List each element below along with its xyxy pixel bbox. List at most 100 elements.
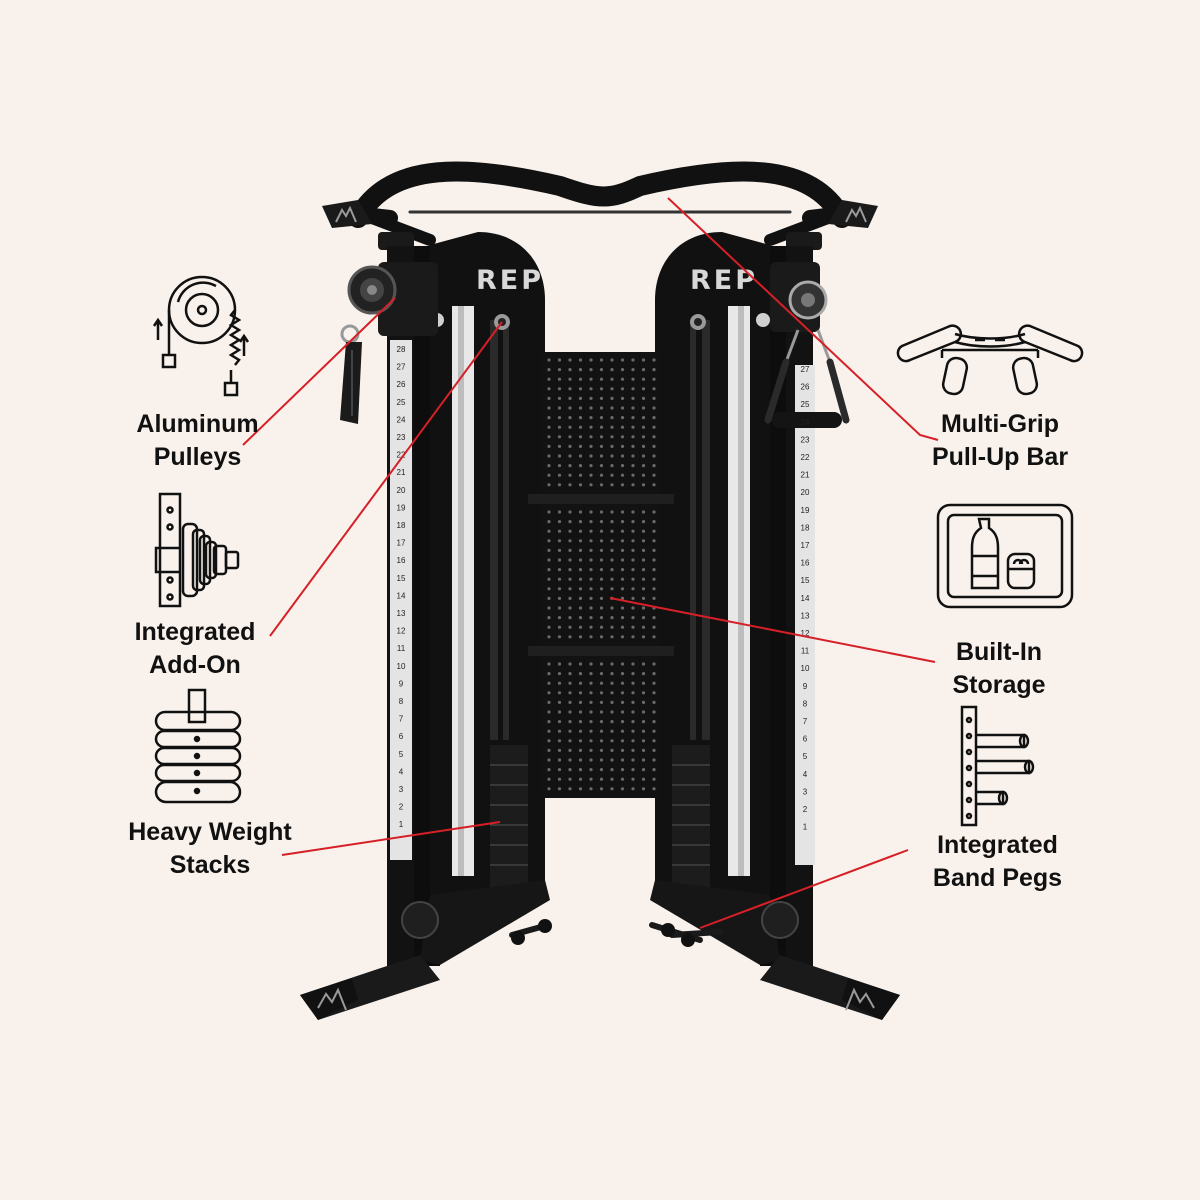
pegboard-hole: [610, 700, 614, 705]
pegboard-hole: [589, 587, 593, 591]
scale-number: 4: [399, 767, 404, 776]
scale-number: 10: [397, 662, 406, 671]
pegboard-hole: [557, 616, 562, 620]
pegboard-hole: [652, 396, 656, 400]
pegboard-hole: [610, 710, 614, 714]
pegboard-hole: [620, 416, 625, 420]
pegboard-hole: [631, 539, 635, 543]
pegboard-hole: [620, 672, 625, 676]
pegboard-hole: [568, 596, 572, 601]
pegboard-hole: [641, 425, 646, 429]
pegboard-hole: [589, 739, 593, 743]
scale-number: 12: [397, 627, 406, 636]
pegboard-hole: [557, 596, 562, 601]
pegboard-hole: [631, 787, 635, 791]
pegboard-hole: [557, 396, 562, 400]
pegboard-hole: [631, 520, 635, 524]
scale-number: 6: [803, 735, 808, 744]
pegboard-hole: [610, 464, 614, 468]
pegboard-hole: [568, 691, 572, 695]
pegboard-hole: [610, 662, 614, 666]
pegboard-hole: [557, 672, 562, 676]
pegboard-hole: [620, 681, 625, 685]
pegboard-hole: [652, 758, 656, 762]
pegboard-hole: [652, 510, 656, 514]
pegboard-hole: [599, 529, 604, 533]
pegboard-hole: [599, 672, 604, 676]
pegboard-hole: [557, 587, 562, 591]
storage-tray-icon: [936, 503, 1074, 609]
pegboard-hole: [610, 577, 614, 581]
pegboard-hole: [652, 548, 656, 553]
pegboard-hole: [641, 464, 646, 468]
pegboard-hole: [631, 691, 635, 695]
pegboard-hole: [568, 787, 572, 791]
pegboard-hole: [652, 787, 656, 791]
pegboard-hole: [589, 444, 593, 448]
pegboard-hole: [652, 358, 656, 362]
pegboard-hole: [557, 406, 562, 410]
pegboard-hole: [631, 435, 635, 439]
pegboard-hole: [599, 377, 604, 381]
pegboard-hole: [568, 768, 572, 772]
pegboard-hole: [578, 625, 583, 629]
scale-number: 2: [399, 803, 404, 812]
scale-number: 24: [397, 415, 406, 424]
left-tower: [378, 232, 545, 966]
pegboard-hole: [599, 625, 604, 629]
pegboard-hole: [568, 758, 572, 762]
pegboard-hole: [620, 720, 625, 724]
pegboard-hole: [631, 425, 635, 429]
pegboard-hole: [610, 539, 614, 543]
pegboard-hole: [620, 358, 625, 362]
label-line: Built-In: [955, 638, 1043, 666]
pegboard-hole: [557, 739, 562, 743]
left-pulley-assembly: [340, 262, 438, 424]
pegboard-hole: [599, 387, 604, 391]
pegboard-hole: [620, 777, 625, 781]
pegboard-hole: [589, 768, 593, 772]
pegboard-hole: [568, 396, 572, 400]
pegboard-hole: [641, 681, 646, 685]
scale-number: 19: [801, 506, 810, 515]
pegboard-hole: [620, 710, 625, 714]
right-pulley-assembly: [764, 262, 850, 428]
pegboard-hole: [652, 587, 656, 591]
pegboard-hole: [557, 606, 562, 610]
scale-number: 17: [801, 541, 810, 550]
pegboard-hole: [578, 454, 583, 458]
pegboard-hole: [578, 473, 583, 477]
pegboard-hole: [599, 558, 604, 562]
pegboard-hole: [568, 377, 572, 381]
pegboard-hole: [599, 483, 604, 487]
pegboard-hole: [620, 729, 625, 733]
pegboard-hole: [568, 529, 572, 533]
pegboard-hole: [610, 616, 614, 620]
pegboard-hole: [610, 368, 614, 372]
pegboard-hole: [599, 758, 604, 762]
pegboard-hole: [652, 444, 656, 448]
pegboard-hole: [568, 425, 572, 429]
pegboard-hole: [641, 691, 646, 695]
scale-number: 11: [397, 644, 406, 653]
pegboard-hole: [641, 625, 646, 629]
pegboard-hole: [589, 691, 593, 695]
pegboard-hole: [610, 768, 614, 772]
pegboard-hole: [631, 616, 635, 620]
pegboard-hole: [620, 768, 625, 772]
callout-built-in-storage: [609, 597, 936, 663]
pegboard-hole: [578, 635, 583, 639]
storage-panel-top: [542, 352, 660, 494]
pegboard-hole: [547, 787, 551, 791]
pegboard-hole: [641, 606, 646, 610]
pegboard-hole: [599, 520, 604, 524]
pegboard-hole: [578, 596, 583, 601]
scale-number: 22: [397, 451, 406, 460]
pegboard-hole: [631, 406, 635, 410]
pegboard-hole: [610, 435, 614, 439]
label-integrated-band-pegs: Integrated Band Pegs: [915, 829, 1080, 895]
pegboard-hole: [641, 539, 646, 543]
pegboard-hole: [599, 768, 604, 772]
pegboard-hole: [620, 464, 625, 468]
pegboard-hole: [652, 739, 656, 743]
